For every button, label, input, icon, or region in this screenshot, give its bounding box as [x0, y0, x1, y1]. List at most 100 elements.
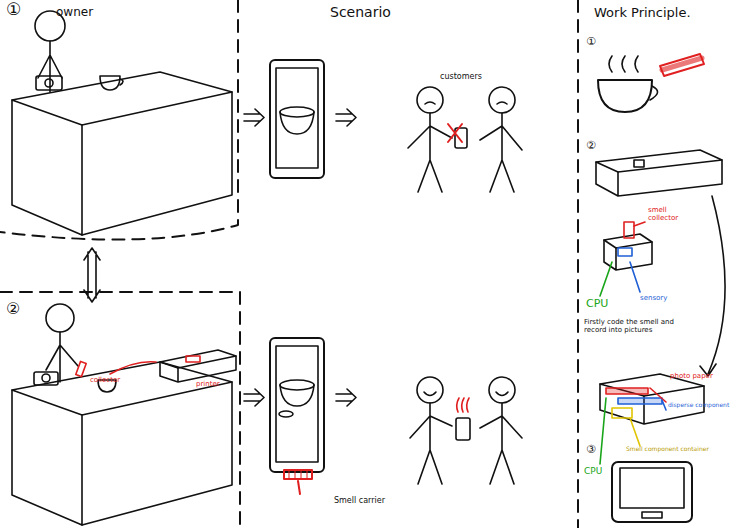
device-box	[634, 160, 644, 167]
phone-with-smell	[456, 418, 470, 440]
smell-printer	[160, 356, 236, 382]
customer-figure	[424, 392, 436, 396]
note-text: Firstly code the smell and record into p…	[584, 318, 680, 334]
coffee-cup	[609, 56, 638, 72]
collector-internals	[600, 222, 652, 296]
phone-screen	[280, 112, 314, 134]
phone-screen	[276, 68, 318, 168]
step-number: ③	[586, 444, 596, 457]
camera	[42, 374, 50, 382]
smell-carrier	[284, 470, 312, 479]
part-label: printer	[196, 380, 220, 388]
phone-screen	[280, 385, 314, 406]
printer-internals	[630, 418, 640, 446]
customer-figure	[408, 113, 452, 192]
printer-internals	[618, 398, 662, 404]
phone-crossed	[448, 124, 462, 142]
part-label: smell collector	[648, 206, 682, 222]
part-label: Smell carrier	[334, 496, 385, 505]
customer-figure	[489, 377, 515, 403]
owner-figure	[46, 304, 78, 382]
smell-collector	[660, 54, 704, 76]
flow-arrow	[244, 389, 264, 406]
coffee-cup	[650, 86, 658, 100]
printer-internals	[650, 388, 666, 402]
customer-figure	[489, 87, 515, 113]
collector-internals	[618, 248, 632, 256]
step-number: ①	[586, 36, 596, 49]
part-label: Smell component container	[626, 446, 709, 453]
dashed-separator	[0, 0, 238, 240]
desk	[12, 100, 82, 235]
camera	[36, 76, 62, 90]
flow-arrow	[336, 389, 356, 406]
customer-figure	[417, 87, 443, 113]
camera	[34, 372, 58, 385]
part-label: sensory	[640, 294, 667, 302]
desk	[12, 72, 232, 235]
coffee-cup	[100, 76, 120, 90]
collector-internals	[630, 262, 640, 292]
dashed-separator	[577, 0, 579, 528]
collector-internals	[634, 222, 645, 226]
phone-with-smell	[456, 398, 470, 440]
role-label: owner	[56, 6, 93, 20]
owner-figure	[38, 41, 62, 92]
phone-screen	[270, 338, 324, 472]
phone-crossed	[448, 124, 467, 148]
flow-arrow	[336, 109, 356, 126]
owner-figure	[46, 332, 78, 382]
phone-screen	[270, 338, 324, 472]
screen-device	[620, 468, 684, 508]
dashed-separator	[0, 0, 578, 528]
camera	[45, 79, 53, 87]
desk	[12, 390, 82, 525]
collector-internals	[604, 234, 652, 248]
phone-with-smell	[457, 398, 469, 412]
desk	[82, 92, 232, 235]
screen-device	[612, 462, 692, 522]
screen-device	[612, 462, 692, 522]
smell-collector	[76, 361, 86, 376]
part-label: photo paper	[670, 372, 713, 380]
part-label: CPU	[584, 466, 602, 476]
customer-figure	[410, 403, 452, 484]
desk	[12, 362, 232, 525]
camera	[34, 372, 58, 385]
smell-collector	[76, 361, 86, 376]
phone-screen	[276, 346, 318, 462]
device-box	[596, 150, 722, 196]
role-label: customers	[440, 72, 482, 81]
panel-number: ②	[6, 300, 20, 318]
part-label: CPU	[586, 298, 608, 311]
desk	[12, 362, 232, 415]
part-label: disperse component	[668, 402, 729, 409]
camera	[36, 76, 62, 90]
curved-arrow	[700, 196, 725, 376]
printer-internals	[600, 398, 606, 464]
owner-figure	[46, 304, 74, 332]
smell-collector	[662, 58, 702, 70]
coffee-cup	[120, 79, 123, 85]
screen-device	[642, 512, 662, 518]
smell-printer	[160, 350, 236, 368]
phone-screen	[279, 411, 293, 417]
dashed-separator	[0, 292, 240, 528]
collector-internals	[624, 222, 634, 238]
smell-carrier	[298, 481, 300, 494]
customer-figure	[496, 392, 508, 396]
smell-printer	[186, 356, 200, 362]
customer-figure	[425, 102, 435, 104]
desk	[12, 72, 232, 125]
panel-number: ①	[6, 0, 21, 20]
column-heading: Scenario	[330, 4, 391, 20]
printer-internals	[612, 408, 632, 418]
customer-figure	[410, 377, 522, 484]
customer-figure	[408, 87, 522, 192]
device-box	[596, 150, 722, 172]
step-number: ②	[586, 140, 596, 153]
phone-screen	[280, 107, 314, 117]
smell-carrier	[284, 470, 312, 494]
column-heading: Work Principle.	[594, 6, 691, 21]
